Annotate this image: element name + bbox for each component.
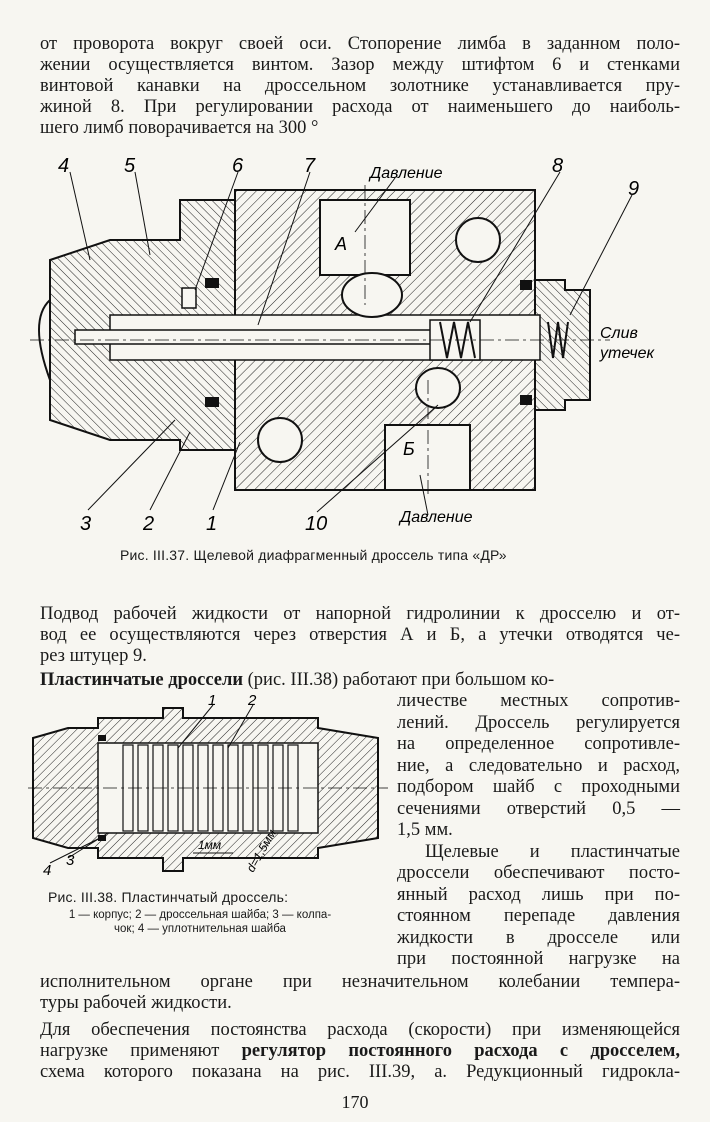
text-line: ние, а следовательно и расход, [397,755,680,776]
text-line: жидкости в дросселе или [397,927,680,948]
text-line: личестве местных сопротив- [397,691,680,711]
text-line: Щелевые и пластинчатые [425,841,680,862]
text-line: туры рабочей жидкости. [40,993,232,1013]
seal [98,735,106,741]
leader-lines [49,704,254,864]
figure-iii-38-legend: 1 — корпус; 2 — дроссельная шайба; 3 — к… [20,908,380,936]
label-port-a: А [334,234,347,254]
label-6: 6 [232,155,244,177]
text-fragment: (рис. III.38) работают при большом ко- [243,670,555,690]
text-line: при постоянной нагрузке на [397,949,680,969]
figure-iii-38-caption: Рис. III.38. Пластинчатый дроссель: [48,889,289,905]
drain-fitting [534,279,591,411]
label-2: 2 [247,693,257,709]
label-3: 3 [66,852,75,869]
text-line: жении осуществляется винтом. Зазор между… [40,55,680,75]
pin-6 [181,287,197,309]
label-10: 10 [305,513,327,530]
leader-lines [69,171,633,516]
paragraph-ports: Подвод рабочей жидкости от напорной гидр… [40,604,680,667]
label-1: 1 [206,513,217,530]
mount-hole [257,417,303,463]
text-line: рез штуцер 9. [40,646,147,666]
label-9: 9 [628,178,639,200]
mount-hole [455,217,501,263]
label-7: 7 [304,155,316,177]
seal [520,280,532,290]
figure-iii-37-caption: Рис. III.37. Щелевой диафрагменный дросс… [120,547,507,563]
label-port-b: Б [403,439,415,459]
label-2: 2 [142,513,154,530]
seal [205,278,219,288]
label-pressure-top: Давление [368,165,443,182]
page-number: 170 [341,1092,369,1112]
figure-iii-38-plate-throttle: 1 2 4 3 1мм d=1,5мм [28,693,388,879]
label-8: 8 [552,155,563,177]
text-line: подбором шайб с проходными [397,777,680,797]
text-line: Подвод рабочей жидкости от напорной гидр… [40,604,680,624]
text-line: на определенное сопротивле- [397,734,680,754]
port-b-channel [384,424,471,491]
label-drain-1: Слив [600,325,638,342]
label-1: 1 [208,693,216,709]
text-line: лений. Дроссель регулируется [397,712,680,733]
paragraph-flow-regulator: Для обеспечения постоянства расхода (ско… [40,1020,680,1083]
text-line: схема которого показана на рис. III.39, … [40,1062,680,1082]
label-4: 4 [43,862,51,879]
text-line: Пластинчатые дроссели (рис. III.38) рабо… [40,670,680,691]
text-line: вод ее осуществляются через отверстия А … [40,625,680,645]
term-flow-regulator: регулятор постоянного расхода с дросселе… [241,1041,680,1061]
legend-line: чок; 4 — уплотнительная шайба [114,923,286,935]
text-line: от проворота вокруг своей оси. Стопорени… [40,34,680,54]
text-line: янный расход лишь при по- [397,884,680,905]
label-5: 5 [124,155,136,177]
text-line: дроссели обеспечивают посто- [397,863,680,883]
seal [520,395,532,405]
text-line: 1,5 мм. [397,820,453,840]
ball-valve [415,367,461,409]
column-text: личестве местных сопротив- лений. Дроссе… [397,691,680,971]
text-line: нагрузке применяют регулятор постоянного… [40,1041,680,1062]
legend-line: 1 — корпус; 2 — дроссельная шайба; 3 — к… [68,909,332,921]
label-3: 3 [80,513,91,530]
diaphragm [341,272,403,318]
label-drain-2: утечек [599,345,656,362]
text-line: винтовой канавки на дроссельном золотник… [40,76,680,96]
text-line: шего лимб поворачивается на 300 ° [40,118,319,138]
text-line: сечениями отверстий 0,5 — [397,798,680,819]
paragraph-intro: от проворота вокруг своей оси. Стопорени… [40,34,680,139]
paragraph-constant-flow-cont: исполнительном органе при незначительном… [40,972,680,1014]
term-plate-throttles: Пластинчатые дроссели [40,670,244,690]
paragraph-plate-throttles: Пластинчатые дроссели (рис. III.38) рабо… [40,670,680,691]
label-pressure-bottom: Давление [398,509,473,526]
spring-9 [547,321,569,359]
text-line: Для обеспечения постоянства расхода (ско… [40,1020,680,1040]
seal [205,397,219,407]
text-line: жиной 8. При регулировании расхода от на… [40,97,680,117]
dial [38,297,51,381]
figure-iii-37-throttle-dr: 4 5 6 7 8 9 3 2 1 10 Давление Давление А… [30,155,656,530]
text-fragment: нагрузке применяют [40,1041,242,1061]
text-line: исполнительном органе при незначительном… [40,972,680,992]
label-4: 4 [58,155,69,177]
spool [74,329,441,345]
text-line: стоянном перепаде давления [397,906,680,926]
seal [98,835,106,841]
label-dim-1mm: 1мм [198,838,221,852]
